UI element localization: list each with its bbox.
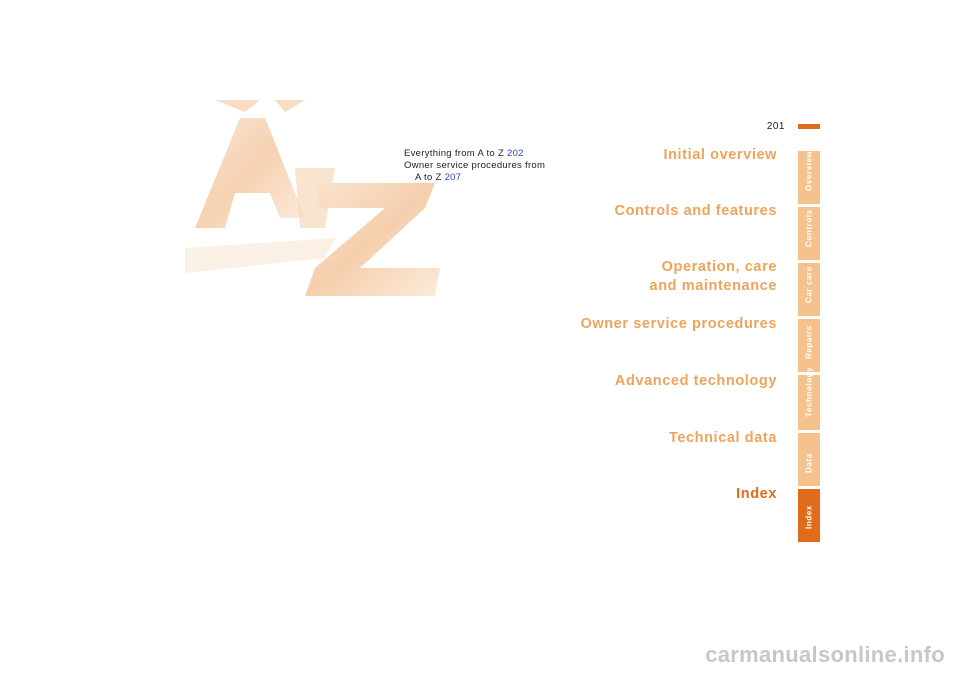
section-label: Index — [736, 486, 777, 502]
section-link-index[interactable]: Index — [736, 485, 777, 504]
toc-entry-continued[interactable]: A to Z 207 — [404, 172, 545, 184]
section-label: Initial overview — [663, 147, 777, 163]
tab-technology[interactable]: Technology — [798, 367, 820, 430]
toc-entry[interactable]: Everything from A to Z 202 — [404, 148, 545, 160]
a-to-z-graphic — [185, 98, 451, 296]
toc-entry-label: A to Z — [415, 172, 445, 183]
toc-page-link[interactable]: 207 — [444, 172, 462, 183]
section-label: Technical data — [668, 430, 777, 446]
toc-entry-label: Everything from A to Z — [404, 148, 507, 159]
tab-label: Index — [804, 505, 814, 529]
page-number: 201 — [766, 121, 785, 132]
tab-label: Controls — [804, 209, 814, 247]
tab-label: Data — [804, 453, 814, 473]
section-label: Operation, care — [661, 259, 777, 275]
section-label: Advanced technology — [614, 373, 777, 389]
section-label: Controls and features — [614, 203, 777, 219]
tab-label: Technology — [804, 366, 814, 417]
section-link-technology[interactable]: Advanced technology — [615, 372, 777, 391]
toc-list: Everything from A to Z 202 Owner service… — [404, 148, 545, 184]
section-link-overview[interactable]: Initial overview — [663, 146, 777, 165]
toc-entry[interactable]: Owner service procedures from — [404, 160, 545, 172]
tab-repairs[interactable]: Repairs — [798, 319, 820, 372]
watermark: carmanualsonline.info — [705, 642, 945, 667]
tab-index[interactable]: Index — [798, 489, 820, 542]
section-label: Owner service procedures — [580, 316, 777, 332]
section-label: and maintenance — [649, 278, 777, 294]
tab-data[interactable]: Data — [798, 433, 820, 486]
tab-car-care[interactable]: Car care — [798, 263, 820, 316]
toc-entry-label: Owner service procedures from — [404, 160, 546, 171]
a-to-z-illustration — [185, 100, 440, 296]
section-link-controls[interactable]: Controls and features — [615, 202, 777, 221]
toc-page-link[interactable]: 202 — [507, 148, 524, 159]
section-link-repairs[interactable]: Owner service procedures — [580, 315, 777, 334]
tab-label: Car care — [804, 266, 814, 303]
section-link-care[interactable]: Operation, care and maintenance — [650, 258, 777, 296]
tab-overview[interactable]: Overview — [798, 151, 820, 204]
tab-label: Overview — [804, 150, 814, 191]
tab-label: Repairs — [804, 325, 814, 359]
page-marker-bar — [798, 124, 820, 129]
section-link-data[interactable]: Technical data — [669, 429, 777, 448]
tab-controls[interactable]: Controls — [798, 207, 820, 260]
